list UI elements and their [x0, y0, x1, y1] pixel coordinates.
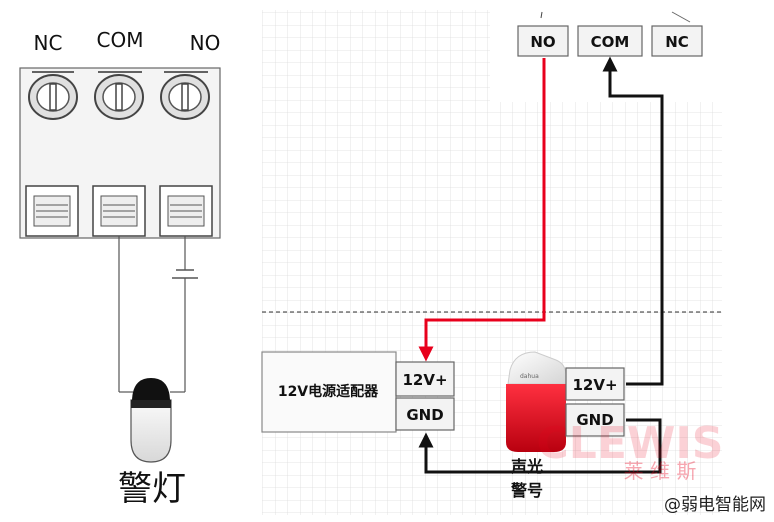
- terminal-no-label: NO: [530, 33, 555, 51]
- red-wire-no-to-12v: [418, 58, 546, 362]
- watermark-brand-cn: 莱 维 斯: [624, 459, 697, 483]
- black-wire-12v-to-com: [602, 56, 664, 386]
- screw-nc: [28, 74, 78, 120]
- adapter-body: [261, 351, 397, 433]
- terminal-nc-label: NC: [665, 33, 689, 51]
- adapter-label: 12V电源适配器: [278, 383, 379, 400]
- left-terminal-nc-label: NC: [34, 31, 63, 55]
- terminal-com-label: COM: [591, 33, 630, 51]
- screw-com: [94, 74, 144, 120]
- power-adapter: 12V电源适配器 12V+ GND: [261, 351, 455, 433]
- siren-label-line1: 声光: [510, 457, 543, 476]
- terminal-no-box: [517, 25, 569, 57]
- siren-pin-positive-label: 12V+: [572, 376, 617, 394]
- terminal-com-box: [577, 25, 643, 57]
- screw-no: [160, 74, 210, 120]
- siren-pin-ground: [565, 403, 625, 437]
- left-relay: NC COM NO: [19, 28, 221, 239]
- black-wire-gnd-to-gnd: [418, 418, 662, 474]
- siren-label-line2: 警号: [510, 481, 543, 500]
- watermark-site: @弱电智能网: [664, 495, 766, 515]
- adapter-pin-ground: [395, 397, 455, 431]
- left-wiring: [118, 236, 198, 393]
- siren-pin-ground-label: GND: [576, 411, 613, 429]
- lamp-label: 警灯: [118, 469, 186, 509]
- right-relay-terminals: NO COM NC: [517, 11, 703, 57]
- socket-no: [159, 185, 213, 237]
- svg-text:dahua: dahua: [520, 373, 539, 380]
- socket-com: [92, 185, 146, 237]
- socket-nc: [25, 185, 79, 237]
- left-terminal-com-label: COM: [97, 28, 144, 52]
- left-terminal-no-label: NO: [190, 31, 221, 55]
- siren-pin-positive: [565, 367, 625, 401]
- watermark-brand: CLEWIS: [537, 418, 724, 469]
- adapter-pin-positive: [395, 361, 455, 397]
- siren-device: dahua: [506, 351, 567, 452]
- warning-lamp: [130, 378, 172, 463]
- adapter-pin-ground-label: GND: [406, 406, 443, 424]
- adapter-pin-positive-label: 12V+: [402, 371, 447, 389]
- terminal-nc-box: [651, 25, 703, 57]
